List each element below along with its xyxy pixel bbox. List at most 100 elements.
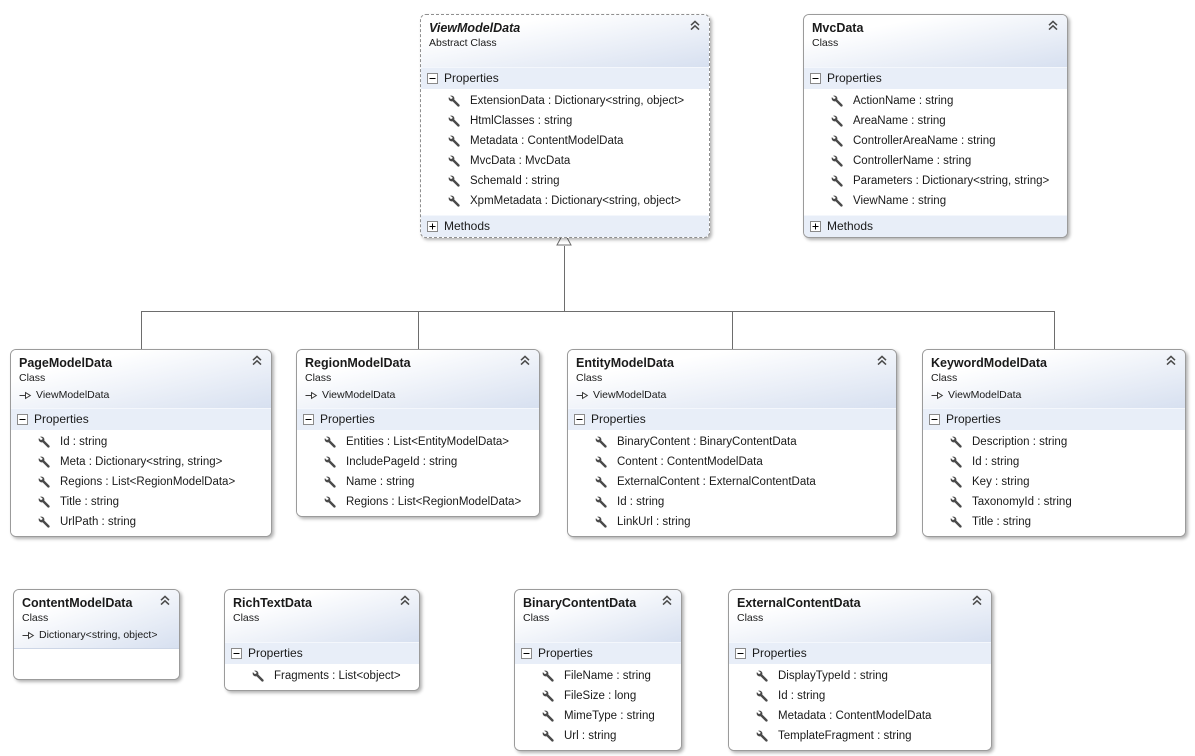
properties-section-header[interactable]: Properties xyxy=(568,408,896,430)
properties-section-header[interactable]: Properties xyxy=(297,408,539,430)
property-row[interactable]: Id : string xyxy=(11,432,271,452)
property-text: IncludePageId : string xyxy=(346,455,458,468)
wrench-icon xyxy=(542,690,555,703)
property-row[interactable]: Title : string xyxy=(923,512,1185,532)
properties-label: Properties xyxy=(444,71,499,85)
property-row[interactable]: Url : string xyxy=(515,726,681,746)
property-row[interactable]: ControllerName : string xyxy=(804,151,1067,171)
property-row[interactable]: Title : string xyxy=(11,492,271,512)
property-row[interactable]: Regions : List<RegionModelData> xyxy=(297,492,539,512)
chevron-double-up-icon[interactable] xyxy=(876,355,888,367)
property-row[interactable]: Name : string xyxy=(297,472,539,492)
chevron-double-up-icon[interactable] xyxy=(519,355,531,367)
chevron-double-up-icon[interactable] xyxy=(251,355,263,367)
chevron-double-up-icon[interactable] xyxy=(689,20,701,32)
class-title: ExternalContentData xyxy=(737,596,861,610)
minus-box-icon[interactable] xyxy=(521,648,532,659)
class-box-keywordmodeldata[interactable]: KeywordModelData Class ViewModelData xyxy=(922,349,1186,537)
property-row[interactable]: Content : ContentModelData xyxy=(568,452,896,472)
wrench-icon xyxy=(448,175,461,188)
class-box-entitymodeldata[interactable]: EntityModelData Class ViewModelData xyxy=(567,349,897,537)
chevron-double-up-icon[interactable] xyxy=(1165,355,1177,367)
chevron-double-up-icon[interactable] xyxy=(1047,20,1059,32)
property-row[interactable]: LinkUrl : string xyxy=(568,512,896,532)
property-row[interactable]: Metadata : ContentModelData xyxy=(421,131,709,151)
class-box-contentmodeldata[interactable]: ContentModelData Class Dictionary<string… xyxy=(13,589,180,680)
minus-box-icon[interactable] xyxy=(735,648,746,659)
property-row[interactable]: ViewName : string xyxy=(804,191,1067,211)
properties-list: BinaryContent : BinaryContentData Conten… xyxy=(568,430,896,536)
minus-box-icon[interactable] xyxy=(574,414,585,425)
property-row[interactable]: ActionName : string xyxy=(804,91,1067,111)
minus-box-icon[interactable] xyxy=(303,414,314,425)
property-text: LinkUrl : string xyxy=(617,515,691,528)
property-row[interactable]: Id : string xyxy=(923,452,1185,472)
properties-section-header[interactable]: Properties xyxy=(804,67,1067,89)
property-row[interactable]: DisplayTypeId : string xyxy=(729,666,991,686)
properties-label: Properties xyxy=(248,646,303,660)
class-stereotype: Class xyxy=(19,372,46,384)
properties-section-header[interactable]: Properties xyxy=(11,408,271,430)
property-row[interactable]: ExtensionData : Dictionary<string, objec… xyxy=(421,91,709,111)
property-row[interactable]: Description : string xyxy=(923,432,1185,452)
minus-box-icon[interactable] xyxy=(231,648,242,659)
plus-box-icon[interactable] xyxy=(810,221,821,232)
property-row[interactable]: HtmlClasses : string xyxy=(421,111,709,131)
methods-section-header[interactable]: Methods xyxy=(421,215,709,237)
class-box-binarycontentdata[interactable]: BinaryContentData Class Properties xyxy=(514,589,682,751)
property-row[interactable]: Entities : List<EntityModelData> xyxy=(297,432,539,452)
properties-section-header[interactable]: Properties xyxy=(923,408,1185,430)
wrench-icon xyxy=(595,436,608,449)
properties-section-header[interactable]: Properties xyxy=(729,642,991,664)
class-box-externalcontentdata[interactable]: ExternalContentData Class Properties xyxy=(728,589,992,751)
property-row[interactable]: Id : string xyxy=(568,492,896,512)
minus-box-icon[interactable] xyxy=(17,414,28,425)
properties-section-header[interactable]: Properties xyxy=(225,642,419,664)
wrench-icon xyxy=(831,115,844,128)
property-row[interactable]: FileName : string xyxy=(515,666,681,686)
wrench-icon xyxy=(756,710,769,723)
property-row[interactable]: Metadata : ContentModelData xyxy=(729,706,991,726)
property-row[interactable]: Parameters : Dictionary<string, string> xyxy=(804,171,1067,191)
chevron-double-up-icon[interactable] xyxy=(399,595,411,607)
property-text: Metadata : ContentModelData xyxy=(778,709,932,722)
class-title: EntityModelData xyxy=(576,356,674,370)
property-row[interactable]: BinaryContent : BinaryContentData xyxy=(568,432,896,452)
chevron-double-up-icon[interactable] xyxy=(971,595,983,607)
property-row[interactable]: MimeType : string xyxy=(515,706,681,726)
class-box-viewmodeldata[interactable]: ViewModelData Abstract Class Properties xyxy=(420,14,710,238)
class-box-regionmodeldata[interactable]: RegionModelData Class ViewModelData xyxy=(296,349,540,517)
property-row[interactable]: Fragments : List<object> xyxy=(225,666,419,686)
class-box-richtextdata[interactable]: RichTextData Class Properties xyxy=(224,589,420,691)
chevron-double-up-icon[interactable] xyxy=(159,595,171,607)
class-box-pagemodeldata[interactable]: PageModelData Class ViewModelData xyxy=(10,349,272,537)
property-row[interactable]: Id : string xyxy=(729,686,991,706)
property-row[interactable]: TaxonomyId : string xyxy=(923,492,1185,512)
property-row[interactable]: TemplateFragment : string xyxy=(729,726,991,746)
properties-section-header[interactable]: Properties xyxy=(421,67,709,89)
property-row[interactable]: Regions : List<RegionModelData> xyxy=(11,472,271,492)
property-text: MvcData : MvcData xyxy=(470,154,571,167)
methods-section-header[interactable]: Methods xyxy=(804,215,1067,237)
property-row[interactable]: UrlPath : string xyxy=(11,512,271,532)
property-row[interactable]: Meta : Dictionary<string, string> xyxy=(11,452,271,472)
minus-box-icon[interactable] xyxy=(427,73,438,84)
chevron-double-up-icon[interactable] xyxy=(661,595,673,607)
class-box-mvcdata[interactable]: MvcData Class Properties xyxy=(803,14,1068,238)
property-row[interactable]: ControllerAreaName : string xyxy=(804,131,1067,151)
property-row[interactable]: FileSize : long xyxy=(515,686,681,706)
property-row[interactable]: Key : string xyxy=(923,472,1185,492)
property-row[interactable]: MvcData : MvcData xyxy=(421,151,709,171)
minus-box-icon[interactable] xyxy=(929,414,940,425)
wrench-icon xyxy=(324,436,337,449)
property-row[interactable]: ExternalContent : ExternalContentData xyxy=(568,472,896,492)
property-row[interactable]: IncludePageId : string xyxy=(297,452,539,472)
property-row[interactable]: XpmMetadata : Dictionary<string, object> xyxy=(421,191,709,211)
properties-section-header[interactable]: Properties xyxy=(515,642,681,664)
wrench-icon xyxy=(38,516,51,529)
property-row[interactable]: AreaName : string xyxy=(804,111,1067,131)
plus-box-icon[interactable] xyxy=(427,221,438,232)
minus-box-icon[interactable] xyxy=(810,73,821,84)
wrench-icon xyxy=(595,476,608,489)
property-row[interactable]: SchemaId : string xyxy=(421,171,709,191)
